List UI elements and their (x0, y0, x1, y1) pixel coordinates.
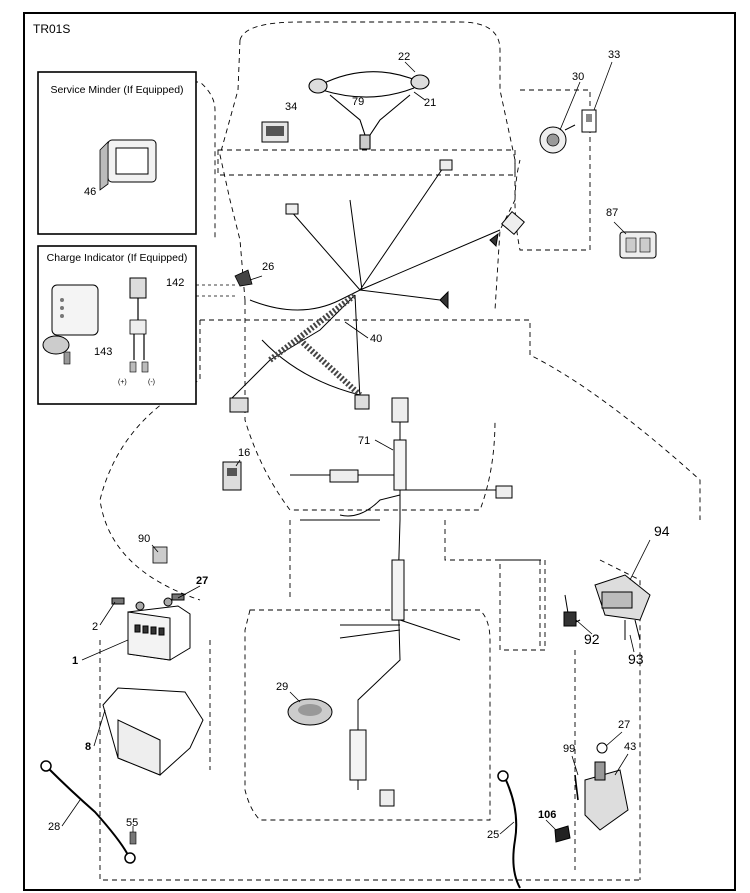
relay-87-part (619, 231, 657, 259)
fuse-holder-26-part (234, 269, 253, 287)
charge-indicator-inset: Charge Indicator (If Equipped) 142 143 (… (37, 245, 197, 405)
leader-lines (61, 61, 651, 835)
key-part (581, 109, 597, 133)
charge-indicator-harness-icon (129, 277, 149, 373)
battery-part (111, 593, 191, 661)
callout-21: 21 (424, 97, 436, 109)
callout-46: 46 (84, 186, 96, 198)
callout-1: 1 (72, 655, 78, 667)
service-minder-title: Service Minder (If Equipped) (50, 84, 183, 96)
callout-34: 34 (285, 101, 297, 113)
diagram-frame (23, 12, 736, 891)
callout-29: 29 (276, 681, 288, 693)
inset-connectors (196, 284, 236, 297)
battery-cable-28-part (40, 760, 136, 864)
battery-tray-part (102, 687, 204, 776)
callout-94: 94 (654, 523, 670, 539)
callout-79: 79 (352, 96, 364, 108)
service-minder-inset: Service Minder (If Equipped) 46 (37, 71, 197, 235)
callout-99: 99 (563, 743, 575, 755)
callout-30: 30 (572, 71, 584, 83)
main-harness-part (229, 159, 525, 413)
callout-142: 142 (166, 277, 184, 289)
callout-8: 8 (85, 741, 91, 753)
charge-indicator-title: Charge Indicator (If Equipped) (47, 252, 188, 264)
callout-22: 22 (398, 51, 410, 63)
callout-55: 55 (126, 817, 138, 829)
callout-71: 71 (358, 435, 370, 447)
callout-16: 16 (238, 447, 250, 459)
callout-43: 43 (624, 741, 636, 753)
page-code: TR01S (33, 22, 71, 36)
headlight-harness-part (308, 71, 430, 150)
callout-143: 143 (94, 346, 112, 358)
callout-26: 26 (262, 261, 274, 273)
callout-28: 28 (48, 821, 60, 833)
ignition-switch-part (539, 124, 576, 154)
connector-16-part (222, 461, 242, 491)
callout-25: 25 (487, 829, 499, 841)
callout-33: 33 (608, 49, 620, 61)
battery-cable-25-part (497, 770, 571, 889)
part-29 (287, 698, 333, 726)
charge-plus-label: (+) (118, 379, 127, 386)
part-90 (152, 546, 168, 564)
callout-93: 93 (628, 651, 644, 667)
module-94-part (563, 574, 651, 641)
callout-87: 87 (606, 207, 618, 219)
charge-minus-label: (-) (148, 379, 155, 386)
callout-106: 106 (538, 809, 556, 821)
service-minder-part-icon (99, 139, 157, 191)
charge-indicator-gauge-icon (42, 284, 99, 365)
harness-71-part (290, 397, 513, 807)
callout-40: 40 (370, 333, 382, 345)
callout-27-top: 27 (196, 575, 208, 587)
callout-2: 2 (92, 621, 98, 633)
bolt-55-part (129, 831, 137, 845)
switch-34-part (261, 121, 289, 143)
callout-27-right: 27 (618, 719, 630, 731)
callout-90: 90 (138, 533, 150, 545)
starter-solenoid-part (574, 742, 629, 831)
callout-92: 92 (584, 631, 600, 647)
